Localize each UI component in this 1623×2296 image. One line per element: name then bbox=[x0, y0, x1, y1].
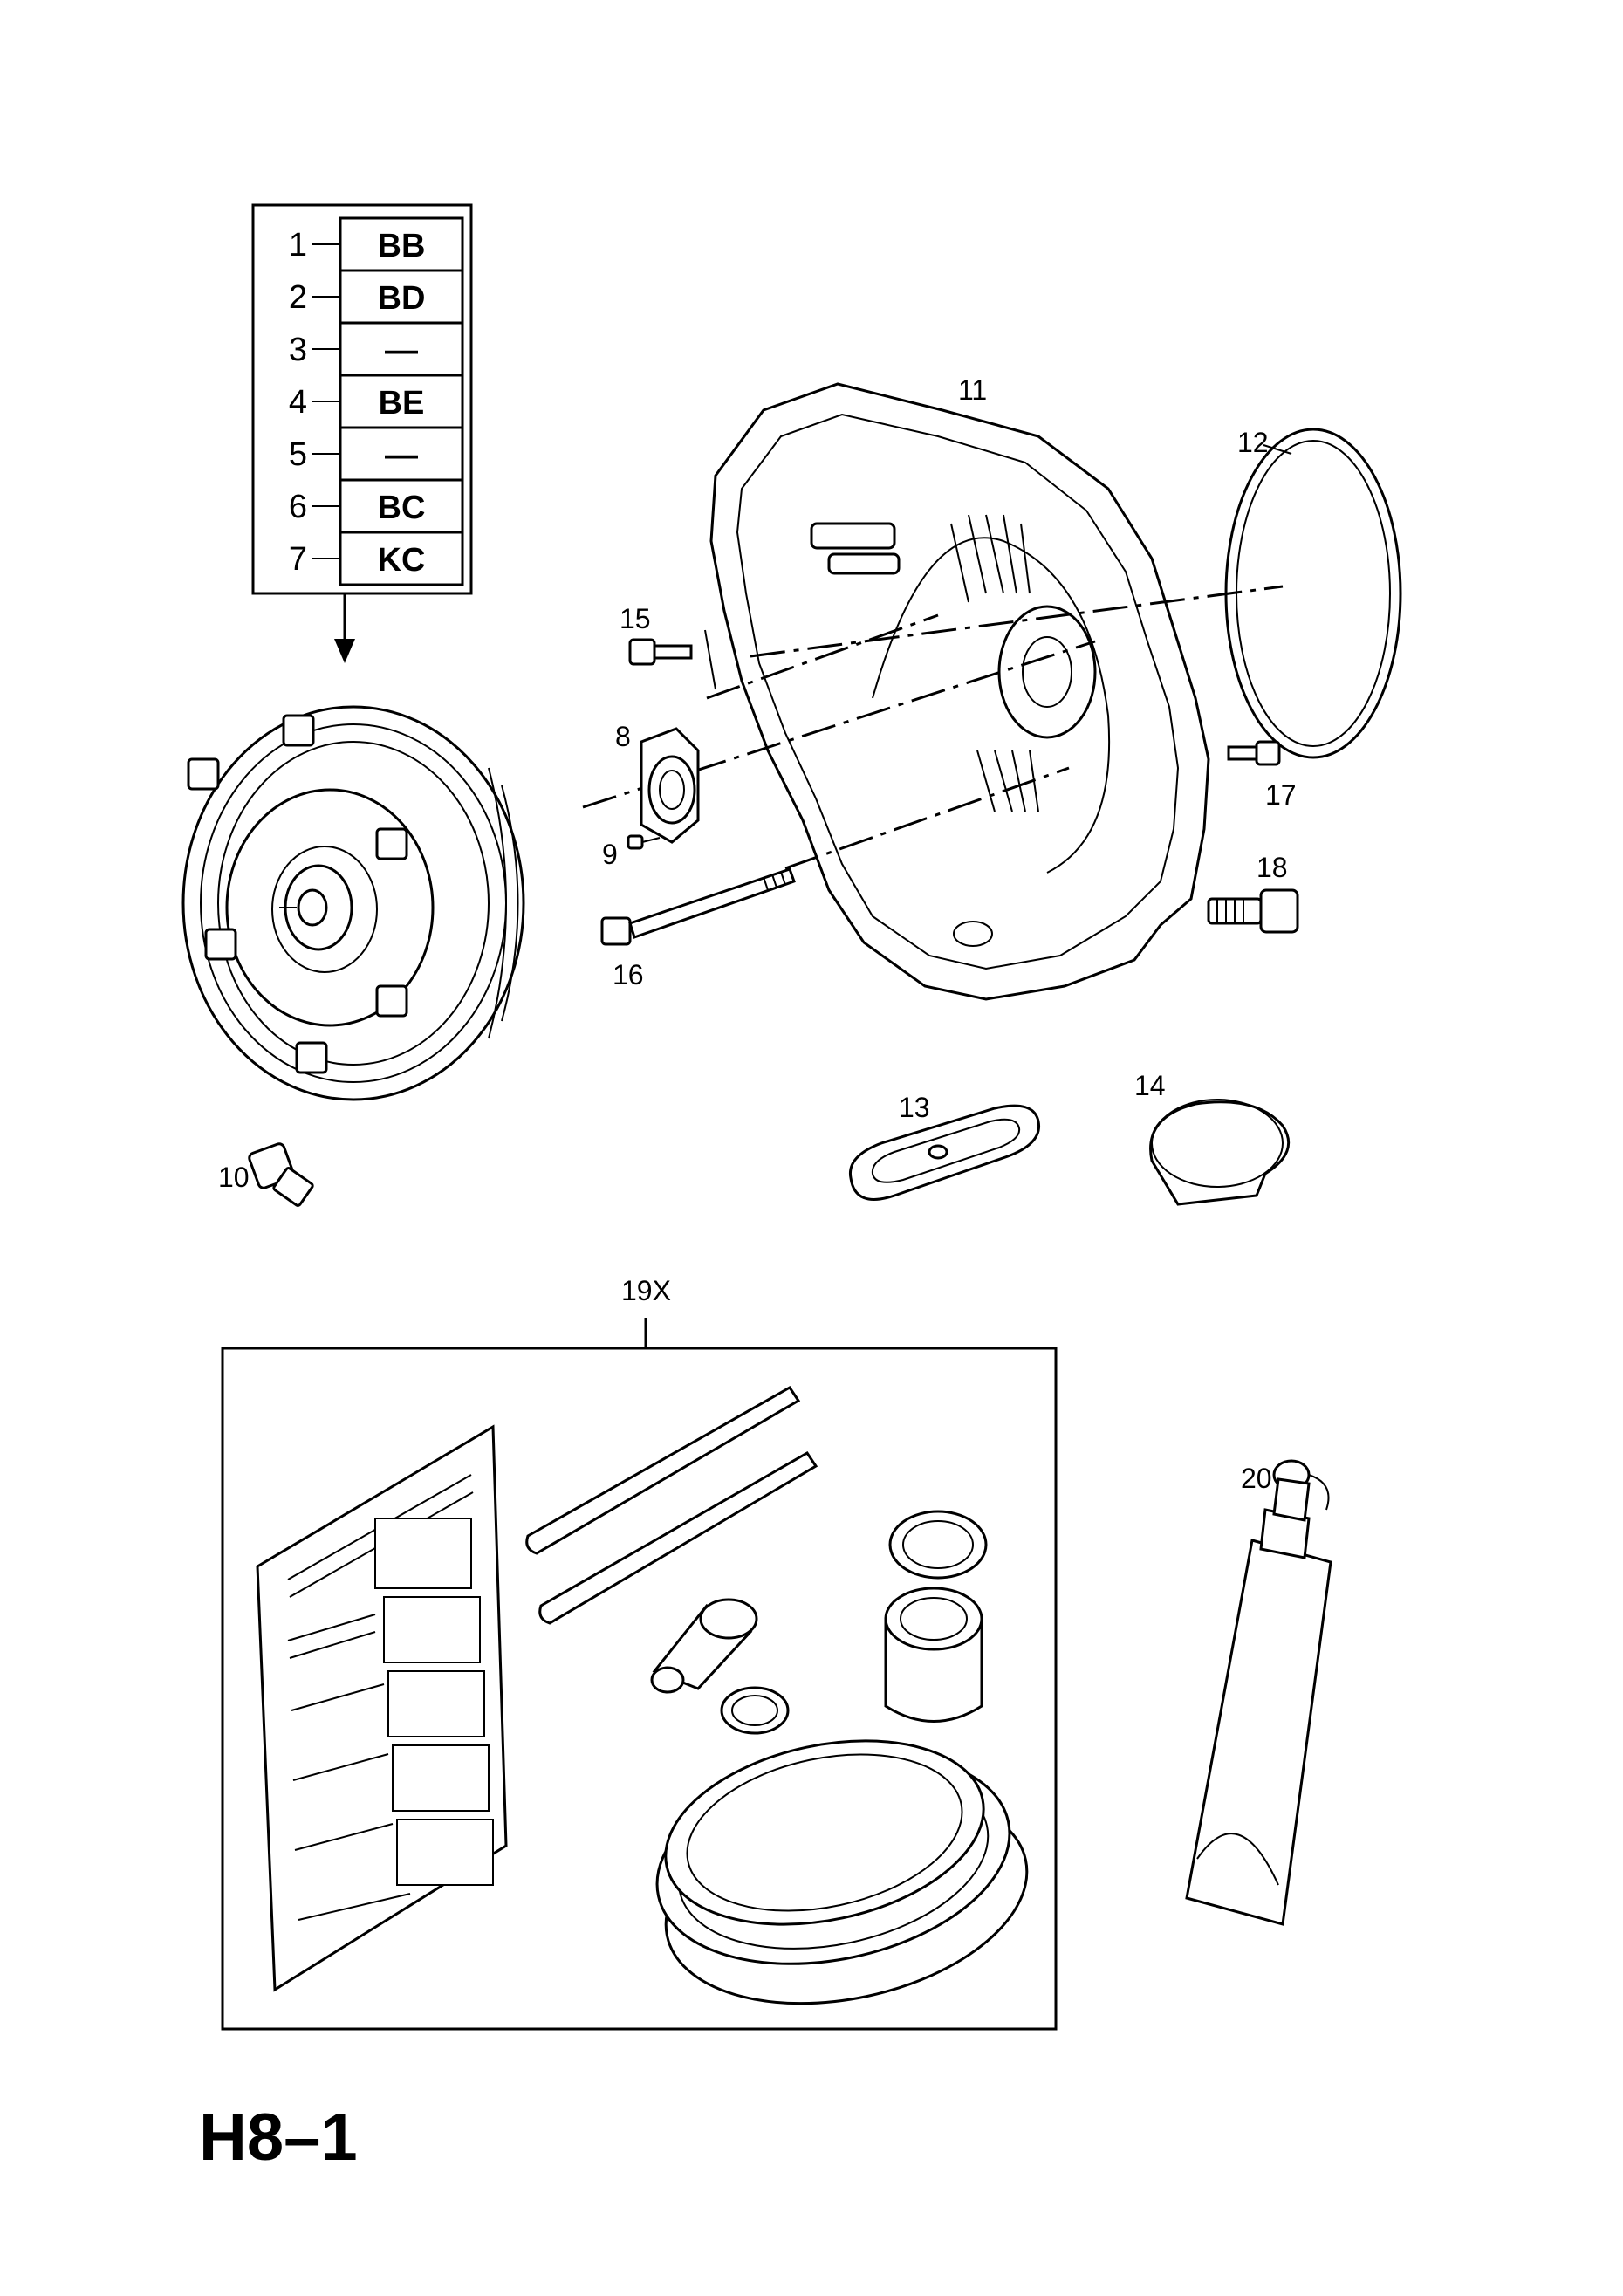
variant-code: — bbox=[385, 437, 418, 474]
screw-9 bbox=[627, 834, 661, 850]
variant-table: 1 BB 2 BD 3 — 4 BE 5 — 6 BC 7 KC bbox=[251, 203, 473, 663]
callout-15: 15 bbox=[620, 603, 651, 634]
bolt-17 bbox=[1227, 740, 1281, 766]
variant-number: 5 bbox=[289, 436, 307, 473]
shaft-seal bbox=[640, 727, 700, 844]
callout-13: 13 bbox=[899, 1092, 930, 1123]
long-bolt-16 bbox=[600, 867, 796, 946]
variant-code: BB bbox=[378, 228, 426, 264]
callout-18: 18 bbox=[1257, 852, 1288, 883]
callout-17: 17 bbox=[1265, 779, 1297, 811]
variant-code: — bbox=[385, 332, 418, 369]
callout-12: 12 bbox=[1237, 427, 1269, 458]
bolt-18 bbox=[1207, 888, 1299, 934]
variant-code: BE bbox=[379, 385, 425, 422]
sealant-tube bbox=[1185, 1459, 1332, 1926]
drain-plug bbox=[248, 1142, 314, 1207]
o-ring bbox=[1224, 428, 1402, 759]
callout-8: 8 bbox=[615, 721, 631, 752]
variant-number: 1 bbox=[289, 227, 307, 264]
callouts: 11 12 15 8 17 9 18 16 13 14 10 19X 20 bbox=[218, 374, 1297, 1494]
callout-14: 14 bbox=[1134, 1070, 1166, 1101]
variant-code: BC bbox=[378, 490, 426, 526]
bolt-15 bbox=[628, 638, 693, 666]
cover-plate bbox=[848, 1104, 1041, 1201]
variant-code: KC bbox=[378, 542, 426, 579]
variant-code: BD bbox=[378, 280, 426, 317]
callout-20: 20 bbox=[1241, 1463, 1272, 1494]
variant-number: 7 bbox=[289, 541, 307, 578]
callout-9: 9 bbox=[602, 839, 618, 870]
variant-number: 3 bbox=[289, 332, 307, 368]
variant-number: 6 bbox=[289, 489, 307, 525]
variant-number: 2 bbox=[289, 279, 307, 316]
plug-cap bbox=[1149, 1099, 1291, 1206]
torque-converter bbox=[181, 705, 525, 1101]
variant-number: 4 bbox=[289, 384, 307, 421]
callout-19x: 19X bbox=[621, 1275, 671, 1306]
callout-16: 16 bbox=[613, 959, 644, 990]
callout-10: 10 bbox=[218, 1162, 250, 1193]
callout-11: 11 bbox=[958, 374, 987, 406]
bellhousing bbox=[709, 382, 1210, 1001]
seal-kit-box bbox=[221, 1318, 1058, 2031]
page-id: H8–1 bbox=[199, 2101, 358, 2175]
